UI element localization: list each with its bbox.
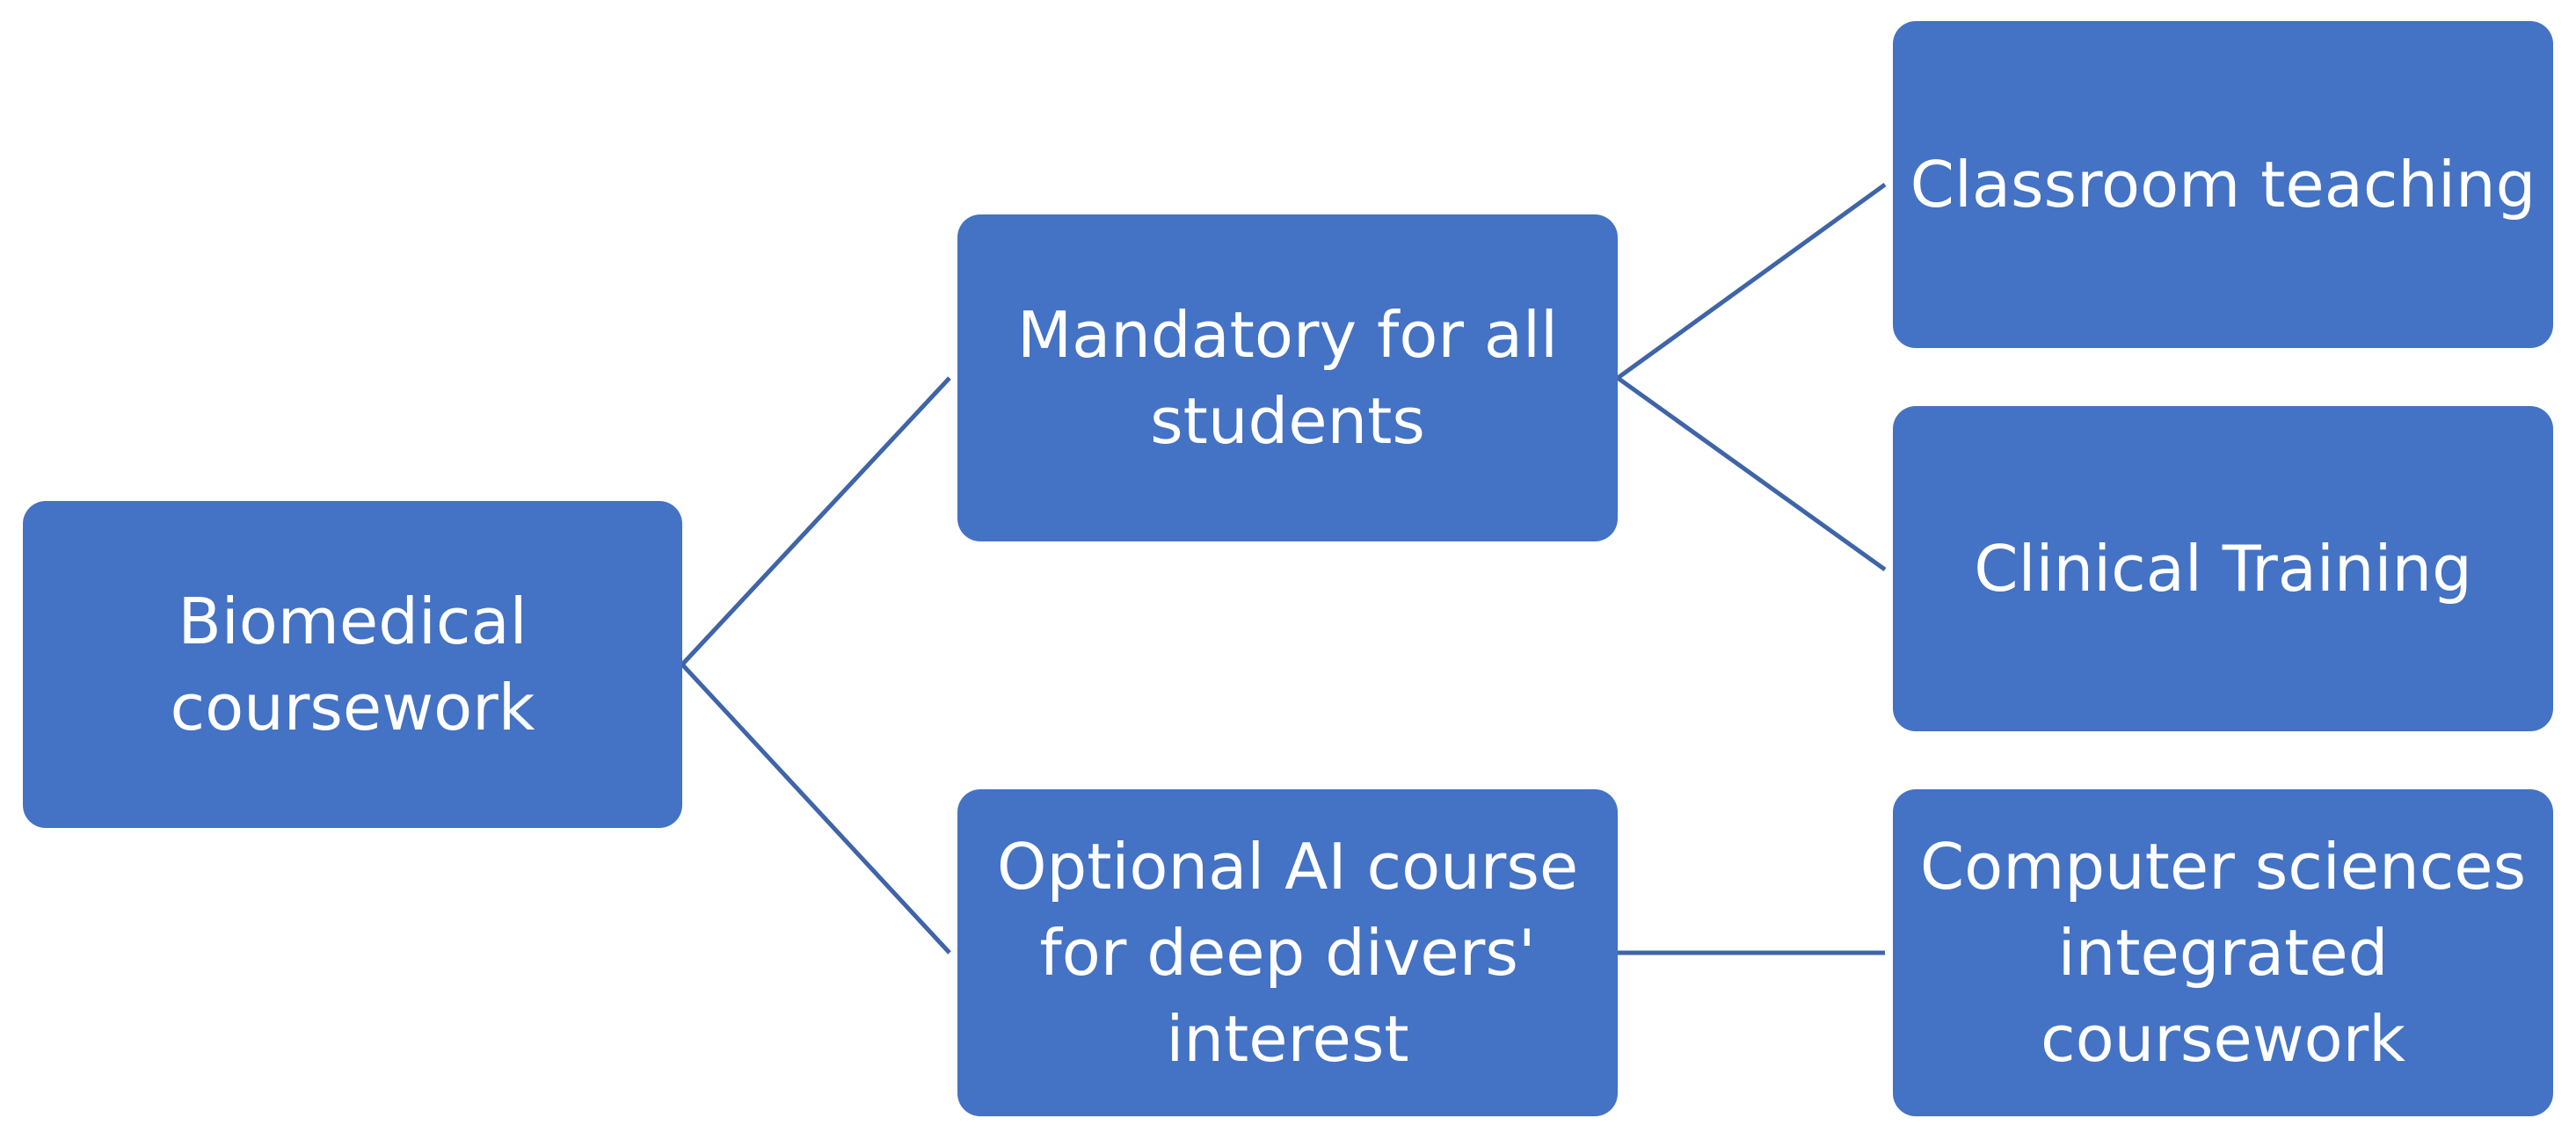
node-mandatory-for-all-students: Mandatory for all students xyxy=(957,214,1618,541)
connector-mandatory-classroom xyxy=(1616,182,1887,381)
connector-root-mandatory xyxy=(680,376,951,666)
node-label: Optional AI course for deep divers' inte… xyxy=(996,830,1579,1076)
connector-root-optional xyxy=(680,663,951,955)
node-label: Classroom teaching xyxy=(1910,148,2536,221)
node-optional-ai-course: Optional AI course for deep divers' inte… xyxy=(957,789,1618,1116)
node-label: Clinical Training xyxy=(1974,532,2472,606)
node-classroom-teaching: Classroom teaching xyxy=(1893,21,2553,348)
node-label: Computer sciences integrated coursework xyxy=(1919,830,2527,1076)
node-clinical-training: Clinical Training xyxy=(1893,406,2553,731)
node-computer-sciences-integrated-coursework: Computer sciences integrated coursework xyxy=(1893,789,2553,1116)
node-biomedical-coursework: Biomedical coursework xyxy=(23,501,682,828)
node-label: Mandatory for all students xyxy=(1016,298,1559,458)
connector-mandatory-clinical xyxy=(1616,375,1887,572)
node-label: Biomedical coursework xyxy=(170,585,535,744)
